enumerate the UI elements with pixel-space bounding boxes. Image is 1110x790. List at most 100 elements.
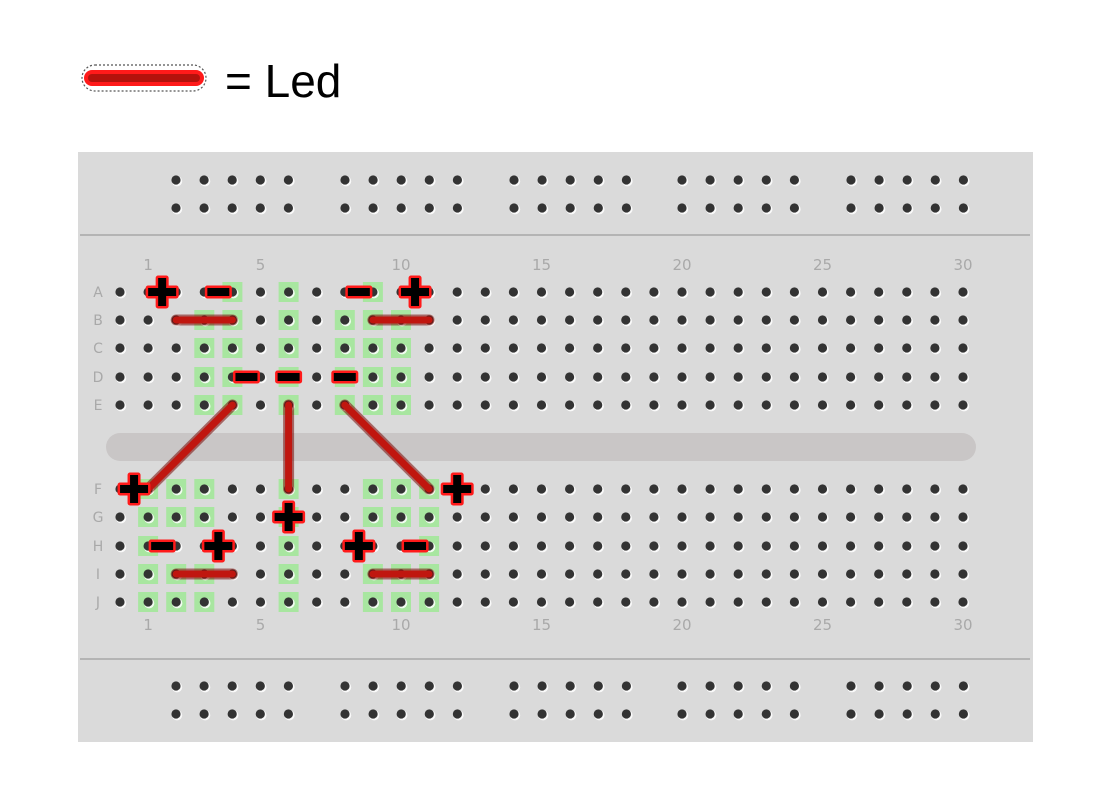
bottom-rail-hole (902, 681, 912, 691)
bottom-rail-hole (705, 709, 715, 719)
hole-g20 (677, 512, 687, 522)
hole-f14 (508, 484, 518, 494)
top-rail-hole (761, 203, 771, 213)
hole-c22 (733, 343, 743, 353)
hole-d28 (902, 372, 912, 382)
hole-c19 (649, 343, 659, 353)
hole-g10 (396, 512, 406, 522)
hole-d26 (846, 372, 856, 382)
row-label-i: I (96, 567, 100, 583)
bottom-rail-hole (340, 709, 350, 719)
hole-g12 (452, 512, 462, 522)
hole-d16 (565, 372, 575, 382)
hole-e24 (789, 400, 800, 410)
bottom-rail-hole (705, 681, 715, 691)
hole-b0 (115, 315, 125, 325)
hole-e13 (480, 400, 490, 410)
hole-j17 (593, 597, 603, 607)
hole-f7 (312, 484, 322, 494)
hole-d27 (874, 372, 884, 382)
hole-c24 (789, 343, 800, 353)
plus-mark-4 (398, 275, 432, 309)
hole-a0 (115, 287, 125, 297)
hole-j29 (930, 597, 940, 607)
hole-c4 (227, 343, 237, 353)
hole-i16 (565, 569, 575, 579)
hole-d10 (396, 372, 406, 382)
bottom-rail-hole (565, 709, 575, 719)
hole-f16 (565, 484, 575, 494)
hole-c25 (817, 343, 828, 353)
bottom-rail-hole (171, 681, 181, 691)
bottom-rail-hole (621, 709, 632, 719)
top-rail-hole (789, 175, 800, 185)
minus-mark-7 (331, 370, 359, 384)
hole-f20 (677, 484, 687, 494)
top-rail-hole (227, 175, 237, 185)
row-label-e: E (94, 398, 103, 414)
hole-c18 (621, 343, 631, 353)
top-column-label-15: 15 (532, 256, 551, 274)
hole-i23 (761, 569, 771, 579)
plus-glyph (440, 472, 474, 506)
hole-g16 (565, 512, 575, 522)
hole-a14 (508, 287, 518, 297)
top-rail-hole (958, 203, 969, 213)
hole-g19 (649, 512, 659, 522)
hole-d7 (312, 372, 322, 382)
hole-g29 (930, 512, 940, 522)
hole-f5 (255, 484, 266, 494)
row-label-d: D (93, 370, 104, 386)
top-column-label-5: 5 (256, 256, 266, 274)
hole-c12 (452, 343, 462, 353)
hole-b8 (340, 315, 350, 325)
top-rail-hole (509, 203, 519, 213)
hole-c6 (284, 343, 294, 353)
minus-mark-11 (148, 539, 176, 553)
hole-g18 (621, 512, 631, 522)
bottom-rail-hole (283, 681, 293, 691)
hole-g14 (508, 512, 518, 522)
top-rail-hole (340, 175, 350, 185)
hole-b1 (143, 315, 153, 325)
hole-f9 (368, 484, 378, 494)
plus-glyph (398, 275, 432, 309)
hole-i20 (677, 569, 687, 579)
hole-e11 (424, 400, 434, 410)
hole-c1 (143, 343, 153, 353)
hole-a17 (593, 287, 603, 297)
hole-b22 (733, 315, 743, 325)
hole-j25 (817, 597, 828, 607)
top-rail-hole (199, 203, 209, 213)
polarity-marks (117, 275, 474, 563)
bottom-rail-hole (171, 709, 181, 719)
hole-a25 (817, 287, 828, 297)
hole-f30 (958, 484, 968, 494)
plus-glyph (201, 529, 235, 563)
hole-h7 (312, 541, 322, 551)
hole-d11 (424, 372, 434, 382)
row-label-a: A (93, 285, 103, 301)
hole-b6 (284, 315, 294, 325)
legend-label: = Led (225, 55, 342, 107)
hole-f17 (593, 484, 603, 494)
top-column-label-1: 1 (143, 256, 153, 274)
hole-e20 (677, 400, 687, 410)
hole-f24 (789, 484, 800, 494)
bottom-rail-hole (789, 681, 800, 691)
top-rail-hole (677, 203, 687, 213)
hole-h25 (817, 541, 828, 551)
hole-h12 (452, 541, 462, 551)
hole-d15 (536, 372, 547, 382)
hole-i18 (621, 569, 631, 579)
hole-j22 (733, 597, 743, 607)
hole-f13 (480, 484, 490, 494)
hole-c5 (255, 343, 266, 353)
hole-h14 (508, 541, 518, 551)
hole-i22 (733, 569, 743, 579)
hole-c7 (312, 343, 322, 353)
bottom-rail-hole (958, 681, 969, 691)
top-rail-hole (171, 203, 181, 213)
hole-i25 (817, 569, 828, 579)
